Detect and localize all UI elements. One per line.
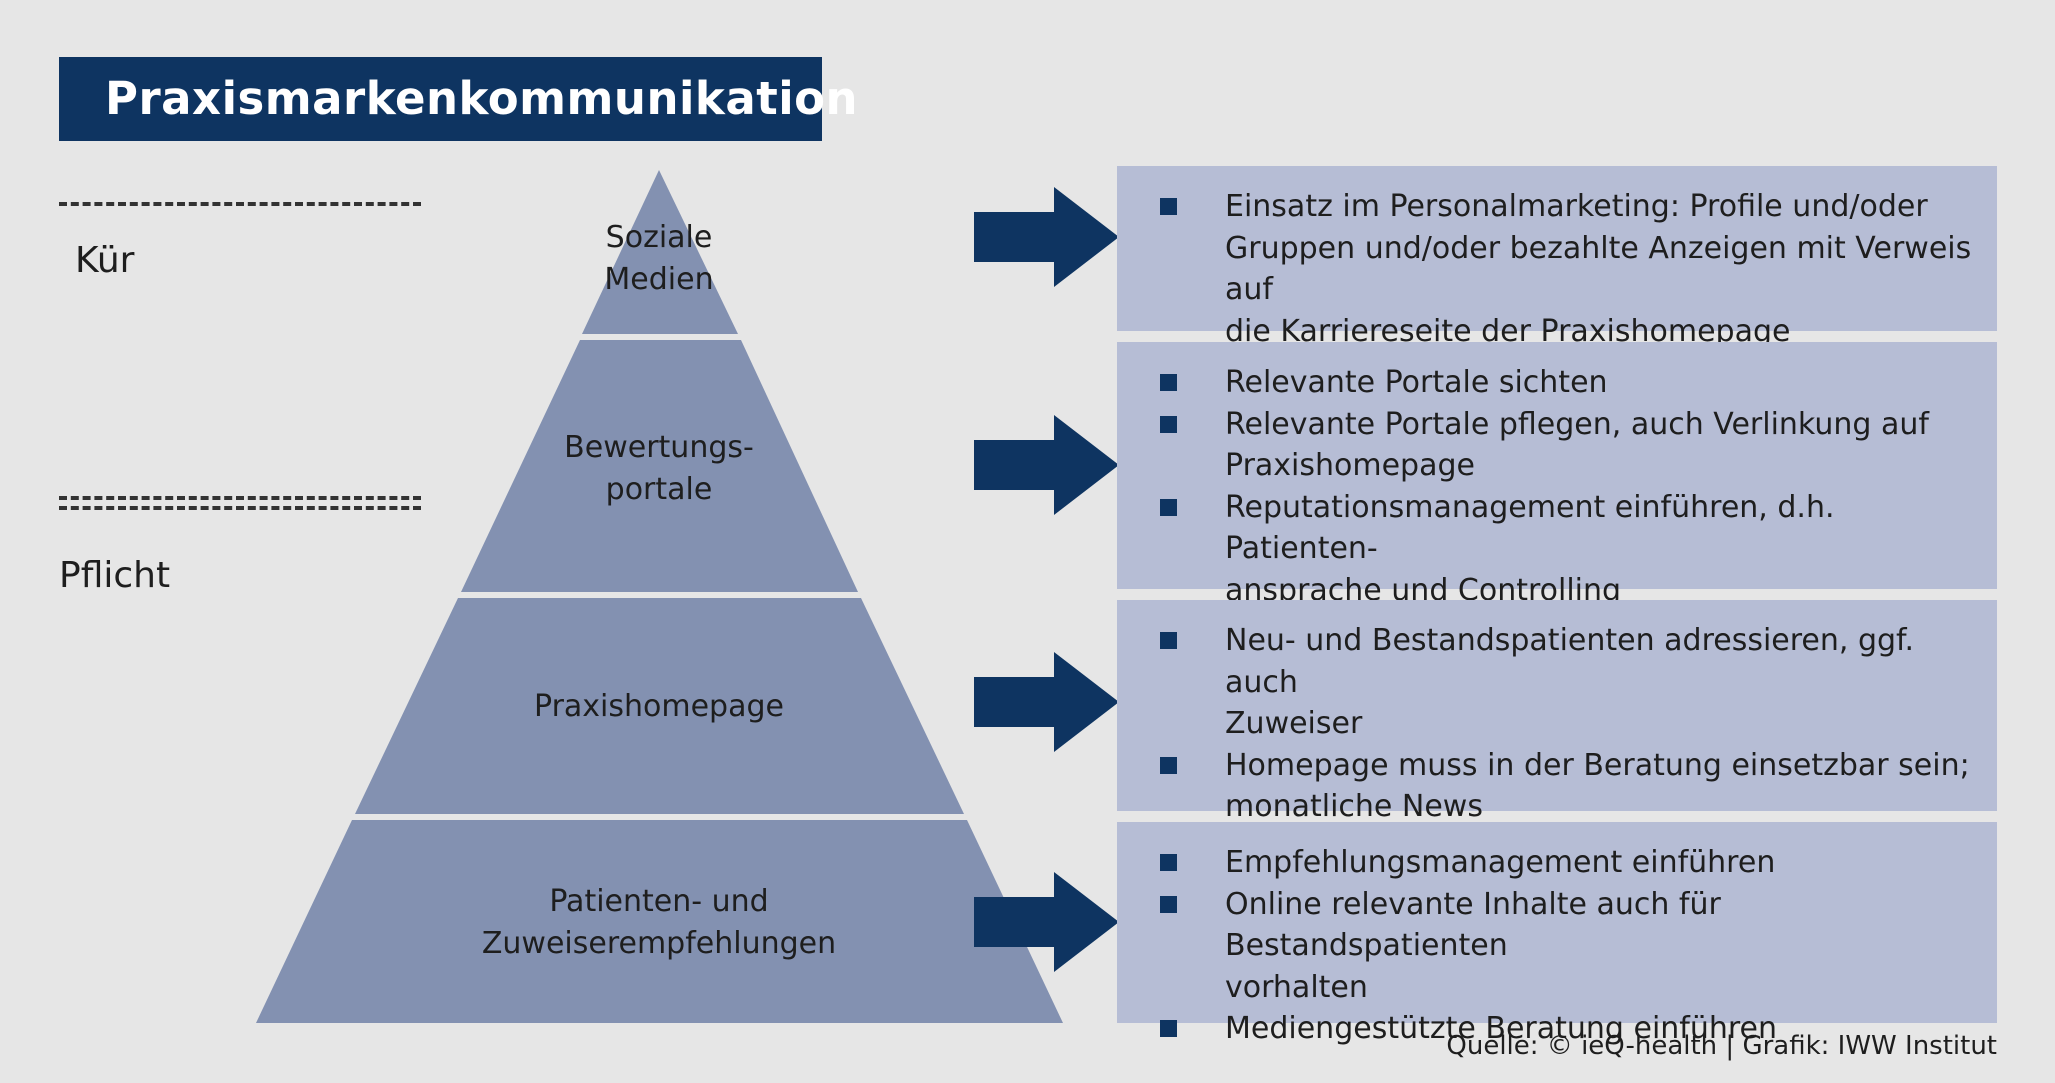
pyramid-tier-label: Zuweiserempfehlungen bbox=[482, 926, 836, 961]
bullet-item: Einsatz im Personalmarketing: Profile un… bbox=[1153, 186, 1977, 352]
pflicht-divider-bottom bbox=[59, 506, 421, 510]
pyramid-tier-label: Medien bbox=[604, 262, 713, 297]
pflicht-divider-top bbox=[59, 496, 421, 500]
bullet-item: Online relevante Inhalte auch für Bestan… bbox=[1153, 884, 1977, 1009]
pyramid-tier-label: portale bbox=[606, 472, 713, 507]
bullet-text-line: monatliche News bbox=[1225, 789, 1483, 824]
arrow-icon bbox=[974, 187, 1119, 287]
bullet-text-line: Online relevante Inhalte auch für Bestan… bbox=[1225, 886, 1721, 964]
pyramid-tier-label: Bewertungs- bbox=[564, 430, 754, 465]
bullet-item: Homepage muss in der Beratung einsetzbar… bbox=[1153, 745, 1977, 828]
bullet-item: Mediengestützte Beratung einführen bbox=[1153, 1008, 1977, 1050]
square-bullet-icon bbox=[1160, 498, 1177, 516]
pyramid-tier-label: Soziale bbox=[606, 220, 713, 255]
square-bullet-icon bbox=[1160, 1020, 1177, 1037]
bullet-item: Empfehlungsmanagement einführen bbox=[1153, 842, 1977, 884]
bullet-text-line: Relevante Portale pflegen, auch Verlinku… bbox=[1225, 406, 1929, 442]
panel-soziale-medien: Einsatz im Personalmarketing: Profile un… bbox=[1117, 166, 1997, 349]
kur-label: Kür bbox=[75, 240, 135, 281]
bullet-item: Relevante Portale sichten bbox=[1153, 362, 1977, 404]
kur-divider bbox=[59, 202, 421, 206]
bullet-text-line: vorhalten bbox=[1225, 969, 1368, 1005]
square-bullet-icon bbox=[1160, 854, 1177, 871]
bullet-text-line: Relevante Portale sichten bbox=[1225, 365, 1608, 400]
bullet-text-line: Praxishomepage bbox=[1225, 448, 1475, 483]
square-bullet-icon bbox=[1160, 895, 1177, 913]
bullet-text-line: Gruppen und/oder bezahlte Anzeigen mit V… bbox=[1225, 230, 1972, 308]
pyramid-tier-2 bbox=[461, 340, 858, 592]
square-bullet-icon bbox=[1160, 415, 1177, 433]
pyramid-tier-3 bbox=[355, 598, 964, 814]
source-credit: Quelle: © ieQ-health | Grafik: IWW Insti… bbox=[1446, 1031, 1997, 1061]
pyramid-tier-4 bbox=[256, 820, 1063, 1023]
bullet-text-line: Zuweiser bbox=[1225, 706, 1363, 741]
bullet-item: Neu- und Bestandspatienten adressieren, … bbox=[1153, 620, 1977, 745]
square-bullet-icon bbox=[1160, 632, 1177, 649]
bullet-item: Relevante Portale pflegen, auch Verlinku… bbox=[1153, 404, 1977, 487]
pflicht-label: Pflicht bbox=[59, 555, 171, 596]
bullet-text-line: Empfehlungsmanagement einführen bbox=[1225, 845, 1776, 880]
square-bullet-icon bbox=[1160, 756, 1177, 774]
page-title: Praxismarkenkommunikation bbox=[59, 57, 858, 141]
pyramid-tier-label: Patienten- und bbox=[549, 884, 768, 919]
arrow-icon bbox=[974, 415, 1119, 515]
arrow-icon bbox=[974, 872, 1119, 972]
square-bullet-icon bbox=[1160, 198, 1177, 215]
square-bullet-icon bbox=[1160, 374, 1177, 391]
bullet-text-line: Neu- und Bestandspatienten adressieren, … bbox=[1225, 623, 1914, 700]
arrow-icon bbox=[974, 652, 1119, 752]
bullet-text-line: Homepage muss in der Beratung einsetzbar… bbox=[1225, 747, 1970, 783]
panel-praxishomepage: Neu- und Bestandspatienten adressieren, … bbox=[1117, 600, 1997, 824]
bullet-text-line: Reputationsmanagement einführen, d.h. Pa… bbox=[1225, 489, 1835, 567]
pyramid-tier-1 bbox=[582, 170, 738, 334]
bullet-text-line: Mediengestützte Beratung einführen bbox=[1225, 1011, 1778, 1046]
pyramid-tier-label: Praxishomepage bbox=[534, 689, 784, 724]
bullet-text-line: Einsatz im Personalmarketing: Profile un… bbox=[1225, 189, 1928, 224]
pyramid: SozialeMedienBewertungs-portalePraxishom… bbox=[256, 170, 1063, 1023]
bullet-item: Reputationsmanagement einführen, d.h. Pa… bbox=[1153, 487, 1977, 612]
